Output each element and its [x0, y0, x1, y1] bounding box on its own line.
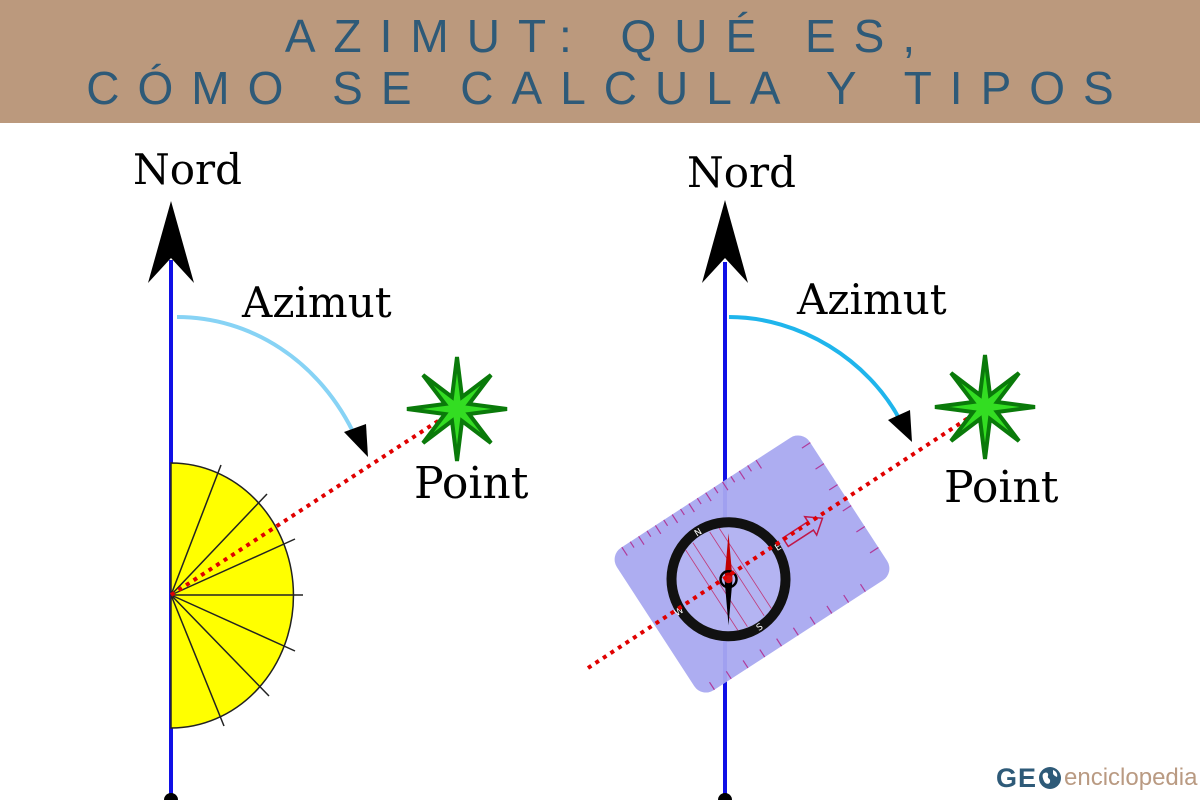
- arc-arrow-icon: [888, 410, 912, 442]
- origin-dot: [718, 793, 732, 800]
- left-point-label: Point: [414, 458, 529, 509]
- north-arrow-icon: [148, 201, 194, 283]
- globe-icon: [1039, 767, 1062, 789]
- right-azimuth-label: Azimut: [797, 275, 947, 324]
- azimuth-arc: [176, 315, 358, 439]
- compass-s-label: S: [755, 622, 765, 634]
- left-north-label: Nord: [133, 145, 242, 194]
- title-banner: AZIMUT: QUÉ ES, CÓMO SE CALCULA Y TIPOS: [0, 0, 1200, 123]
- right-point-label: Point: [944, 462, 1059, 513]
- logo-light-text: enciclopedia: [1064, 764, 1198, 791]
- geoenciclopedia-logo: GE enciclopedia: [996, 762, 1197, 794]
- title-line-1: AZIMUT: QUÉ ES,: [284, 9, 934, 62]
- compass-e-label: E: [773, 542, 783, 554]
- arc-arrow-icon: [344, 424, 368, 457]
- logo-bold-text: GE: [996, 762, 1038, 793]
- azimuth-arc: [728, 315, 902, 421]
- sight-line: [169, 408, 457, 597]
- title-line-2: CÓMO SE CALCULA Y TIPOS: [86, 61, 1132, 114]
- right-diagram: N S E W: [586, 200, 1037, 800]
- left-diagram: [148, 201, 509, 800]
- compass-n-label: N: [693, 527, 704, 539]
- protractor-icon: [170, 462, 303, 729]
- north-arrow-icon: [702, 200, 748, 283]
- target-star-icon: [933, 353, 1037, 461]
- target-star-icon: [405, 355, 509, 463]
- origin-dot: [164, 793, 178, 800]
- sight-line: [586, 405, 987, 670]
- left-azimuth-label: Azimut: [242, 278, 392, 327]
- compass-icon: N S E W: [614, 435, 890, 693]
- right-north-label: Nord: [687, 148, 796, 197]
